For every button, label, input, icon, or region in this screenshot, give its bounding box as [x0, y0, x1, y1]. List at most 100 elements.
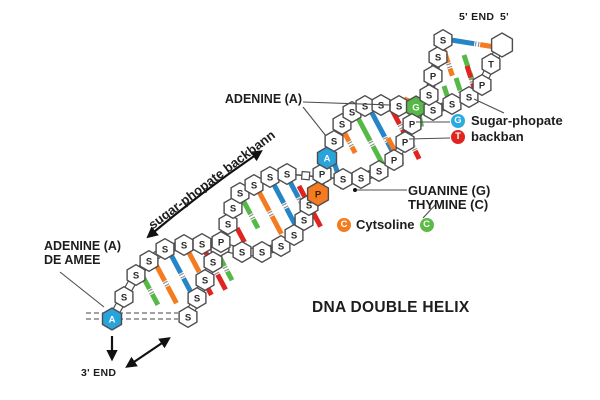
base-pair-bar — [150, 293, 161, 306]
node-letter: P — [391, 155, 398, 166]
hydrogen-bond-mark — [283, 205, 289, 209]
adenine-bottom-label: ADENINE (A) DE AMEE — [44, 239, 122, 268]
hydrogen-bond-mark — [369, 143, 375, 147]
hydrogen-bond-mark — [348, 143, 354, 148]
base-pair-bar — [464, 65, 474, 79]
node-letter: S — [121, 292, 127, 303]
node-letter: S — [349, 107, 355, 118]
hydrogen-bond-mark — [477, 41, 480, 47]
backbone-hexagon — [232, 240, 252, 264]
hydrogen-bond-mark — [250, 216, 256, 220]
backbone-hexagon — [324, 129, 344, 153]
backbone-hexagon — [472, 73, 492, 97]
base-pair-bar — [453, 77, 463, 92]
five-prime-end-right-label: 5' — [500, 11, 509, 23]
hydrogen-bond-mark — [224, 268, 230, 272]
backbone-hexagon — [402, 112, 422, 136]
node-letter: S — [133, 270, 139, 281]
node-letter: S — [146, 256, 152, 267]
broken-pair-dashes — [86, 312, 178, 320]
pointer-dot — [353, 188, 357, 192]
node-letter: P — [315, 189, 322, 200]
base-pair-bar — [234, 226, 247, 244]
base-pair-bar — [251, 218, 261, 230]
node-letter: S — [301, 215, 307, 226]
node-letter: S — [430, 105, 436, 116]
hydrogen-bond-mark — [149, 291, 155, 295]
node-letter: P — [430, 71, 437, 82]
hydrogen-bond-mark — [164, 283, 170, 287]
hydrogen-bond-mark — [382, 136, 388, 140]
pointer-line — [302, 106, 327, 137]
node-letter: S — [267, 172, 273, 183]
adenine-bottom-line2: DE AMEE — [44, 252, 101, 267]
backbone-links — [111, 39, 503, 320]
hydrogen-bond-mark — [267, 210, 273, 214]
node-letter: S — [181, 240, 187, 251]
backbone-hexagon — [195, 268, 215, 292]
backbone-hexagon — [126, 263, 146, 287]
node-letter: S — [396, 101, 402, 112]
node-letter: S — [284, 169, 290, 180]
hydrogen-bond-mark — [281, 202, 287, 207]
node-letter: G — [412, 102, 419, 113]
cytosine-label: Cytsoline — [356, 217, 415, 232]
guanine-badge-icon: G — [451, 114, 465, 129]
node-letter: S — [376, 166, 382, 177]
sugar-phosphate-legend-line1: Sugar-phopate — [471, 113, 563, 128]
backbone-hexagon — [316, 146, 338, 170]
node-letter: S — [237, 188, 243, 199]
node-letter: S — [194, 293, 200, 304]
helix-axis-arrow — [125, 337, 171, 368]
guanine-label: GUANINE (G) — [408, 183, 491, 198]
node-letter: S — [199, 239, 205, 250]
cytosine-orange-badge-icon: C — [337, 218, 351, 233]
node-letter: S — [426, 90, 432, 101]
hydrogen-bond-mark — [468, 77, 474, 81]
node-letter: S — [225, 219, 231, 230]
node-letter: S — [278, 241, 284, 252]
hydrogen-bond-mark — [397, 123, 403, 128]
pointer-line — [59, 271, 105, 308]
adenine-bottom-line1: ADENINE (A) — [44, 239, 122, 253]
node-letter: A — [324, 153, 331, 164]
node-letter: S — [185, 312, 191, 323]
node-letter: S — [230, 203, 236, 214]
hydrogen-bond-mark — [446, 65, 453, 69]
backbone-hexagon — [395, 130, 415, 154]
node-letter: S — [210, 257, 216, 268]
backbone-hexagon — [155, 237, 175, 261]
adenine-top-label: ADENINE (A) — [224, 92, 302, 106]
node-letter: S — [362, 101, 368, 112]
hydrogen-bond-mark — [248, 213, 254, 218]
node-letter: S — [239, 247, 245, 258]
pointer-line — [473, 98, 505, 114]
backbone-hexagon — [481, 52, 501, 76]
node-letter: S — [202, 275, 208, 286]
hydrogen-bond-mark — [446, 62, 452, 66]
node-letter: S — [339, 119, 345, 130]
five-prime-end-left-label: 5' END — [459, 11, 495, 23]
node-letter: S — [449, 99, 455, 110]
node-letter: S — [162, 244, 168, 255]
node-letter: A — [109, 314, 116, 325]
hydrogen-bond-mark — [222, 265, 228, 270]
node-letter: S — [435, 52, 441, 63]
node-letter: S — [378, 100, 384, 111]
node-letter: P — [319, 169, 326, 180]
annotation-lines — [59, 98, 505, 368]
backbone-hexagon — [252, 240, 272, 264]
base-pair-bar — [215, 273, 228, 291]
backbone-hexagon — [428, 45, 448, 69]
node-letter: S — [251, 180, 257, 191]
base-pair-bar — [355, 116, 373, 143]
base-pair-bar — [450, 37, 475, 47]
node-letter: S — [340, 174, 346, 185]
cytosine-green-badge-icon: C — [419, 218, 434, 233]
sugar-phosphate-legend-line2: backban — [471, 129, 524, 145]
node-letter: S — [358, 173, 364, 184]
node-letter: S — [331, 136, 337, 147]
backbone-hexagon — [423, 64, 443, 88]
